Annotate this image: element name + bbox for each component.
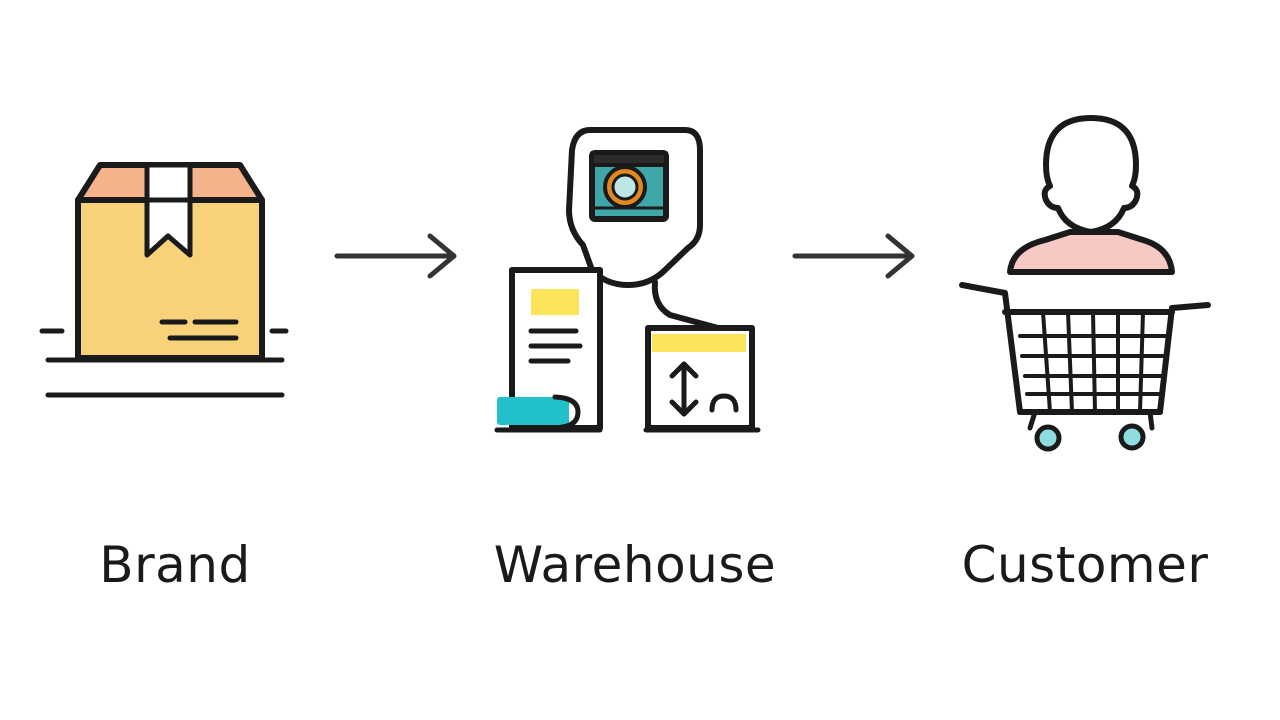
package-box-icon	[39, 162, 289, 398]
warehouse-robot-icon	[494, 127, 761, 433]
step-label-warehouse: Warehouse	[493, 536, 777, 594]
customer-cart-icon	[959, 115, 1211, 452]
step-label-customer: Customer	[961, 536, 1209, 594]
step-label-brand: Brand	[99, 536, 251, 594]
arrow-right-icon	[792, 233, 915, 279]
arrow-right-icon	[334, 233, 457, 279]
